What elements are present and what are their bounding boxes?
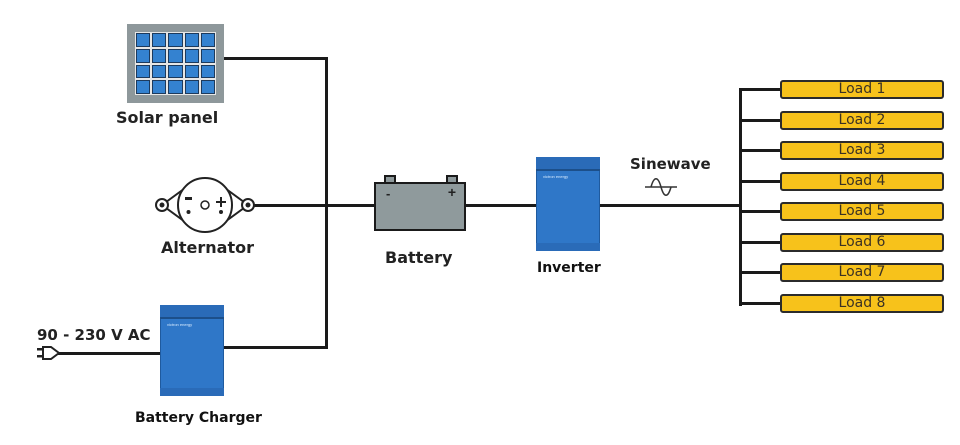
solar-panel-icon xyxy=(127,24,224,103)
plug-icon xyxy=(37,346,61,360)
inverter-icon: victron energy xyxy=(536,157,600,251)
battery-label: Battery xyxy=(385,248,453,267)
alternator-icon xyxy=(155,177,255,233)
ac-input-wire xyxy=(55,352,161,355)
load-branch-wire xyxy=(739,271,781,274)
load-box: Load 4 xyxy=(780,172,944,191)
load-branch-wire xyxy=(739,149,781,152)
load-box: Load 6 xyxy=(780,233,944,252)
ac-bus-vertical xyxy=(739,89,742,306)
load-box: Load 2 xyxy=(780,111,944,130)
load-branch-wire xyxy=(739,210,781,213)
battery-charger-label: Battery Charger xyxy=(135,410,262,426)
load-box: Load 3 xyxy=(780,141,944,160)
alternator-label: Alternator xyxy=(161,238,254,257)
battery-neg-terminal xyxy=(384,175,396,183)
battery-neg-sign: - xyxy=(386,186,391,201)
sinewave-icon xyxy=(645,178,677,196)
inverter-loads-wire xyxy=(600,204,742,207)
charger-wire-horizontal xyxy=(224,346,328,349)
load-box: Load 1 xyxy=(780,80,944,99)
dc-bus-vertical xyxy=(325,57,328,349)
battery-pos-terminal xyxy=(446,175,458,183)
battery-inverter-wire xyxy=(466,204,536,207)
load-box: Load 8 xyxy=(780,294,944,313)
alternator-wire xyxy=(252,204,374,207)
solar-panel-label: Solar panel xyxy=(116,108,219,127)
load-box: Load 7 xyxy=(780,263,944,282)
load-branch-wire xyxy=(739,241,781,244)
ac-input-label: 90 - 230 V AC xyxy=(37,326,151,344)
solar-wire-horizontal xyxy=(224,57,328,60)
battery-charger-icon: victron energy xyxy=(160,305,224,396)
battery-pos-sign: + xyxy=(447,184,456,200)
inverter-label: Inverter xyxy=(537,260,601,276)
load-branch-wire xyxy=(739,119,781,122)
sinewave-label: Sinewave xyxy=(630,155,711,173)
load-box: Load 5 xyxy=(780,202,944,221)
load-branch-wire xyxy=(739,180,781,183)
battery-icon: - + xyxy=(374,182,466,231)
load-branch-wire xyxy=(739,302,781,305)
load-branch-wire xyxy=(739,88,781,91)
